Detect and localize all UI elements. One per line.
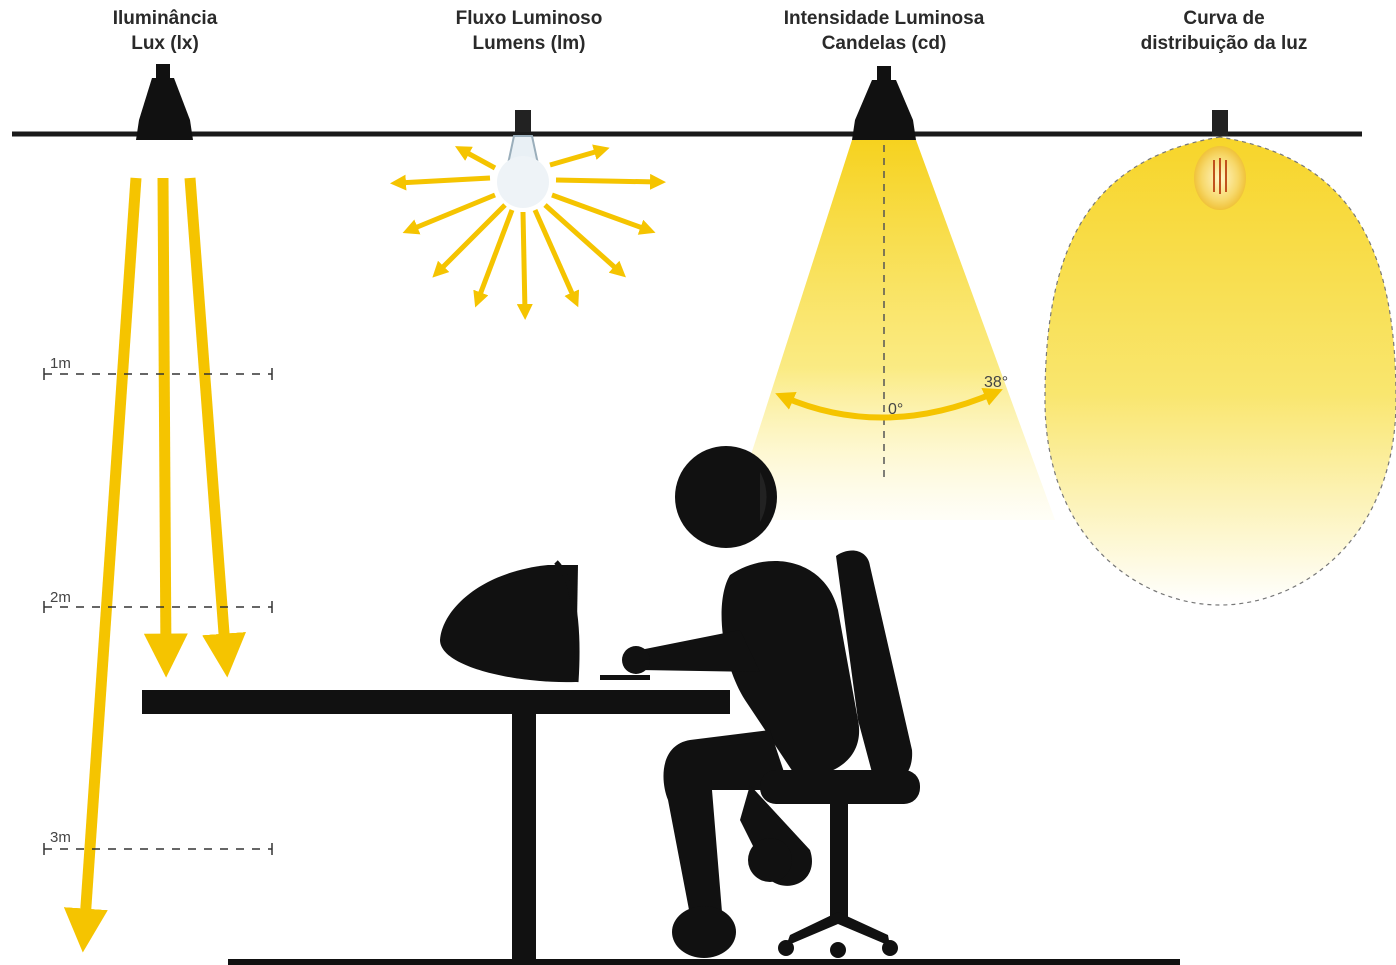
header-intensity-unit: Candelas (cd) bbox=[724, 31, 1044, 56]
header-distribution-unit: distribuição da luz bbox=[1064, 31, 1384, 56]
header-distribution-title: Curva de bbox=[1064, 6, 1384, 31]
distance-label-3m: 3m bbox=[50, 829, 71, 846]
desk bbox=[142, 690, 730, 962]
header-flux: Fluxo Luminoso Lumens (lm) bbox=[369, 6, 689, 56]
intensity-beam bbox=[730, 140, 1055, 520]
header-flux-title: Fluxo Luminoso bbox=[369, 6, 689, 31]
distance-label-2m: 2m bbox=[50, 589, 71, 606]
distance-marker-1m: 1m bbox=[44, 355, 272, 380]
light-bulb-icon bbox=[497, 110, 549, 208]
illuminance-arrows bbox=[84, 178, 226, 935]
header-intensity-title: Intensidade Luminosa bbox=[724, 6, 1044, 31]
computer-monitor-icon bbox=[440, 562, 650, 682]
header-distribution: Curva de distribuição da luz bbox=[1064, 6, 1384, 56]
distance-marker-3m: 3m bbox=[44, 829, 272, 855]
header-intensity: Intensidade Luminosa Candelas (cd) bbox=[724, 6, 1044, 56]
header-flux-unit: Lumens (lm) bbox=[369, 31, 689, 56]
angle-label-edge: 38° bbox=[984, 374, 1008, 391]
pendant-lamp-icon bbox=[852, 66, 916, 140]
header-illuminance: Iluminância Lux (lx) bbox=[5, 6, 325, 56]
angle-label-center: 0° bbox=[888, 401, 903, 418]
header-illuminance-unit: Lux (lx) bbox=[5, 31, 325, 56]
filament-bulb-icon bbox=[1194, 110, 1246, 210]
distance-label-1m: 1m bbox=[50, 355, 71, 372]
pendant-lamp-icon bbox=[136, 64, 193, 140]
header-illuminance-title: Iluminância bbox=[5, 6, 325, 31]
distance-marker-2m: 2m bbox=[44, 589, 272, 613]
